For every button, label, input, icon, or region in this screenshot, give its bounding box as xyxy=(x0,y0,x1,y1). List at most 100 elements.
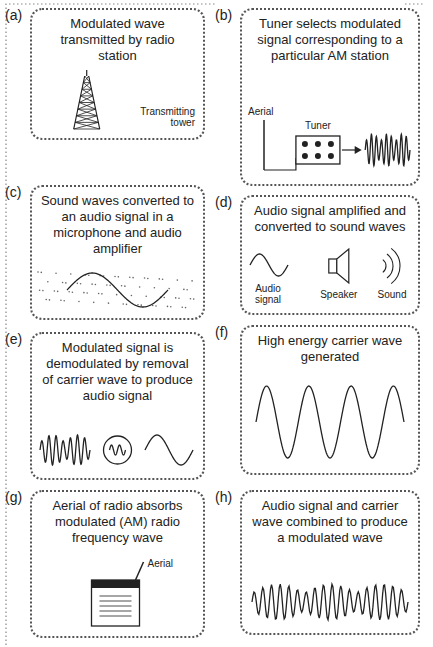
speaker-body xyxy=(329,259,337,273)
sound-dot xyxy=(170,306,172,308)
sound-dot xyxy=(181,306,183,308)
tower-brace xyxy=(76,109,95,116)
panel-illustration xyxy=(32,268,203,312)
sound-dot xyxy=(49,299,51,301)
sound-arc xyxy=(383,260,386,273)
sound-dot xyxy=(152,305,154,307)
sound-dot xyxy=(175,297,177,299)
sound-dot xyxy=(140,304,142,306)
demodulator xyxy=(104,436,132,464)
panel-text: High energy carrier wave generated xyxy=(242,327,418,365)
tower-brace xyxy=(82,89,92,90)
tower-brace xyxy=(79,103,95,110)
sound-dot xyxy=(185,307,187,309)
tuner-box xyxy=(296,136,340,164)
sound-dot xyxy=(39,289,41,291)
stage-panel: (f)High energy carrier wave generated xyxy=(240,325,420,475)
sound-dot xyxy=(98,293,100,295)
panel-letter: (h) xyxy=(215,489,232,505)
stage-panel: (c)Sound waves converted to an audio sig… xyxy=(30,185,205,320)
sound-dot xyxy=(158,278,160,280)
sound-dot xyxy=(65,282,67,284)
radio-aerial xyxy=(136,562,144,580)
sound-dot xyxy=(37,271,39,273)
sound-dot xyxy=(168,288,170,290)
illustration-label: Tuner xyxy=(296,120,340,131)
radio-body xyxy=(92,580,140,626)
sound-dot xyxy=(101,293,103,295)
radio-grille xyxy=(100,601,132,602)
outer-frame xyxy=(405,3,425,4)
panel-illustration xyxy=(242,577,418,627)
modulated-wave xyxy=(40,435,90,465)
tower-brace xyxy=(81,95,93,96)
sound-dot xyxy=(108,302,110,304)
sound-dot xyxy=(155,305,157,307)
panel-illustration xyxy=(32,428,203,472)
tower-brace xyxy=(78,103,94,110)
panel-letter: (f) xyxy=(215,324,228,340)
sound-dot xyxy=(126,304,128,306)
panel-text: Modulated wave transmitted by radio stat… xyxy=(32,10,203,64)
sound-dot xyxy=(178,297,180,299)
sound-dot xyxy=(154,287,156,289)
illustration-label: Aerial xyxy=(148,558,188,569)
stage-panel: (d)Audio signal amplified and converted … xyxy=(240,195,420,315)
speaker-cone xyxy=(337,249,349,283)
panel-text: Aerial of radio absorbs modulated (AM) r… xyxy=(32,492,203,546)
sound-dot xyxy=(162,278,164,280)
sound-dot xyxy=(55,272,57,274)
illustration-label: Speaker xyxy=(314,289,364,300)
illustration-label: Sound xyxy=(370,289,414,300)
sound-dot xyxy=(193,298,195,300)
audio-signal-wave xyxy=(145,435,193,465)
sound-dot xyxy=(40,272,42,274)
sound-dot xyxy=(60,300,62,302)
panel-letter: (b) xyxy=(215,7,232,23)
sound-dot xyxy=(80,283,82,285)
tower-brace xyxy=(79,96,93,103)
sound-dot xyxy=(132,277,134,279)
sound-dot xyxy=(106,284,108,286)
illustration-label: Aerial xyxy=(248,106,288,117)
sound-dot xyxy=(190,298,192,300)
sound-dot xyxy=(83,292,85,294)
sound-dot xyxy=(139,286,141,288)
tuner-knob xyxy=(302,141,308,147)
sound-dot xyxy=(122,303,124,305)
sound-dot xyxy=(177,279,179,281)
sound-dot xyxy=(47,281,49,283)
panel-illustration xyxy=(242,377,418,467)
radio-grille xyxy=(100,616,132,617)
sound-dot xyxy=(121,285,123,287)
sound-dot xyxy=(91,283,93,285)
sound-dot xyxy=(45,299,47,301)
sound-dot xyxy=(109,285,111,287)
sound-dot xyxy=(124,285,126,287)
sound-dot xyxy=(68,291,70,293)
tower-brace xyxy=(75,122,98,123)
radio-grille xyxy=(100,611,132,612)
sound-dot xyxy=(144,277,146,279)
panel-letter: (a) xyxy=(5,7,22,23)
sound-dot xyxy=(88,274,90,276)
sound-dot xyxy=(86,292,88,294)
tower-brace xyxy=(82,89,93,96)
modulated-wave xyxy=(365,134,410,165)
tuner-knob xyxy=(315,153,321,159)
sound-dot xyxy=(93,302,95,304)
tower-brace xyxy=(81,96,95,103)
tower-brace xyxy=(81,89,92,96)
tuner-knob xyxy=(315,141,321,147)
radio-grille xyxy=(100,606,132,607)
illustration-label: Audio signal xyxy=(246,283,290,305)
carrier-wave xyxy=(256,386,404,458)
tower-brace xyxy=(78,109,96,110)
sound-dot xyxy=(57,291,59,293)
sound-dot xyxy=(77,283,79,285)
arrow-head xyxy=(355,146,362,154)
sound-dot xyxy=(114,276,116,278)
sound-dot xyxy=(186,289,188,291)
aerial-wire xyxy=(264,158,296,170)
